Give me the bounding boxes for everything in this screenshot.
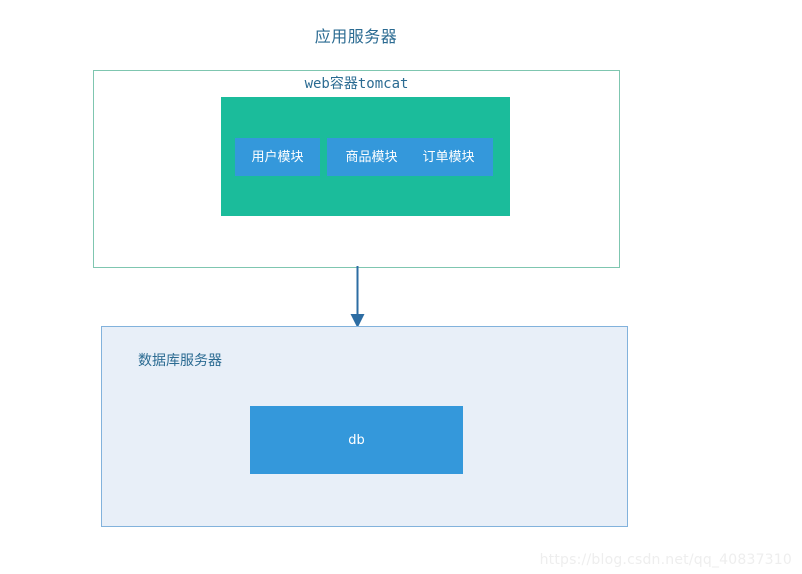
module-box-product-order[interactable]: 商品模块 订单模块 bbox=[327, 138, 493, 176]
web-container-title: web容器tomcat bbox=[304, 76, 409, 92]
db-server-title: 数据库服务器 bbox=[138, 353, 222, 369]
arrow-down-icon bbox=[350, 266, 365, 328]
connector-arrow bbox=[340, 266, 376, 330]
db-node-label: db bbox=[348, 432, 365, 448]
module-label-user: 用户模块 bbox=[251, 149, 304, 165]
module-label-order: 订单模块 bbox=[422, 149, 475, 165]
module-box-user[interactable]: 用户模块 bbox=[235, 138, 320, 176]
module-label-product: 商品模块 bbox=[345, 149, 398, 165]
db-node-box[interactable]: db bbox=[250, 406, 463, 474]
page-title: 应用服务器 bbox=[314, 27, 398, 46]
watermark: https://blog.csdn.net/qq_40837310 bbox=[539, 552, 792, 568]
